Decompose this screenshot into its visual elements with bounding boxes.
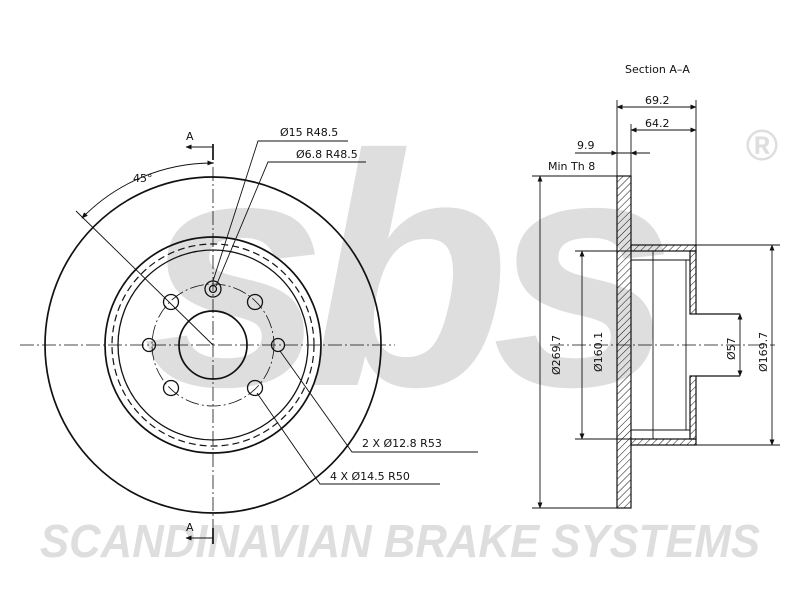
dim-hat-inner-diameter: Ø160.1 xyxy=(592,332,605,372)
hole-14-5-ul xyxy=(162,293,180,311)
watermark: sbs ® SCANDINAVIAN BRAKE SYSTEMS xyxy=(40,86,778,567)
dim-thickness: 9.9 xyxy=(577,139,595,152)
callout-hole-6-8: Ø6.8 R48.5 xyxy=(296,148,358,161)
min-thickness: Min Th 8 xyxy=(548,160,595,173)
leader-hole-6-8 xyxy=(215,161,366,287)
hole-14-5-ll xyxy=(162,379,180,397)
section-marker-top-label: A xyxy=(186,130,194,143)
leader-hole-15 xyxy=(212,140,348,282)
front-view: A A 45° Ø15 R48.5 Ø6.8 R48.5 2 X Ø12.8 R… xyxy=(20,126,478,544)
angle-45-arc xyxy=(81,160,214,219)
registered-mark: ® xyxy=(746,121,778,170)
hole-14-5-ur xyxy=(246,293,264,311)
section-marker-bottom-label: A xyxy=(186,521,194,534)
section-hat-bottom xyxy=(630,438,697,446)
section-title: Section A–A xyxy=(625,63,690,76)
callout-holes-14-5: 4 X Ø14.5 R50 xyxy=(330,470,410,483)
dim-hat-outer-diameter: Ø169.7 xyxy=(757,332,770,372)
angle-45-line xyxy=(75,210,214,346)
callout-hole-15: Ø15 R48.5 xyxy=(280,126,338,139)
callout-holes-12-8: 2 X Ø12.8 R53 xyxy=(362,437,442,450)
angle-45-label: 45° xyxy=(133,172,153,185)
section-hat-top xyxy=(630,244,697,252)
watermark-logo: sbs xyxy=(143,86,667,455)
section-hat-face-top xyxy=(689,250,697,315)
dim-hat-depth: 64.2 xyxy=(645,117,670,130)
dim-center-bore: Ø57 xyxy=(725,337,738,360)
dim-overall-width: 69.2 xyxy=(645,94,670,107)
leader-holes-14-5 xyxy=(256,392,440,485)
section-hat-face-bottom xyxy=(689,375,697,440)
section-view: Section A–A 69.2 64.2 9.9 Min xyxy=(532,63,780,509)
hole-14-5-lr xyxy=(246,379,264,397)
leader-holes-12-8 xyxy=(279,350,478,453)
dim-outer-diameter: Ø269.7 xyxy=(550,335,563,375)
section-friction-ring xyxy=(616,175,632,509)
brand-name: SCANDINAVIAN BRAKE SYSTEMS xyxy=(40,515,760,567)
